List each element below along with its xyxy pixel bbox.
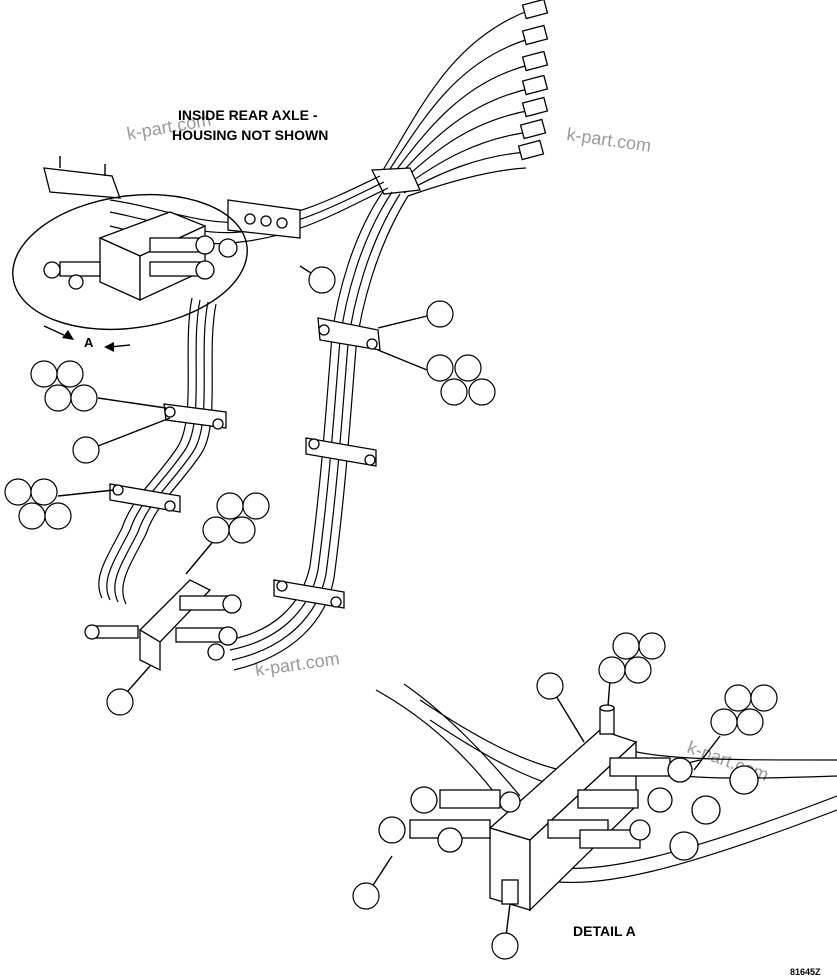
housing-note-line1: INSIDE REAR AXLE - [178,107,318,123]
detail-a-view [375,683,837,912]
manifold-block-upper [43,156,301,302]
callout-circle [308,266,336,294]
hose-clamp [370,167,421,195]
detail-a-callout-ellipse [12,193,248,331]
detail-ref-label: A [84,335,94,350]
watermark: k-part.com [254,648,341,680]
manifold-block-lower [84,579,242,672]
item-callouts [4,266,778,960]
callout-circle [426,300,454,328]
detail-a-arrow-line [43,325,67,337]
detail-a-arrowhead [104,342,114,352]
hose-clamps [109,317,381,609]
hose-end-fittings [517,0,549,161]
hose-bundle-left [98,297,217,605]
housing-note-line2: HOUSING NOT SHOWN [172,127,328,143]
watermark: k-part.com [565,124,652,156]
detail-a-arrowhead-left [62,330,74,340]
detail-title: DETAIL A [573,923,636,939]
hose-bundle-right [227,189,409,671]
drawing-number: 81645Z [790,967,821,977]
